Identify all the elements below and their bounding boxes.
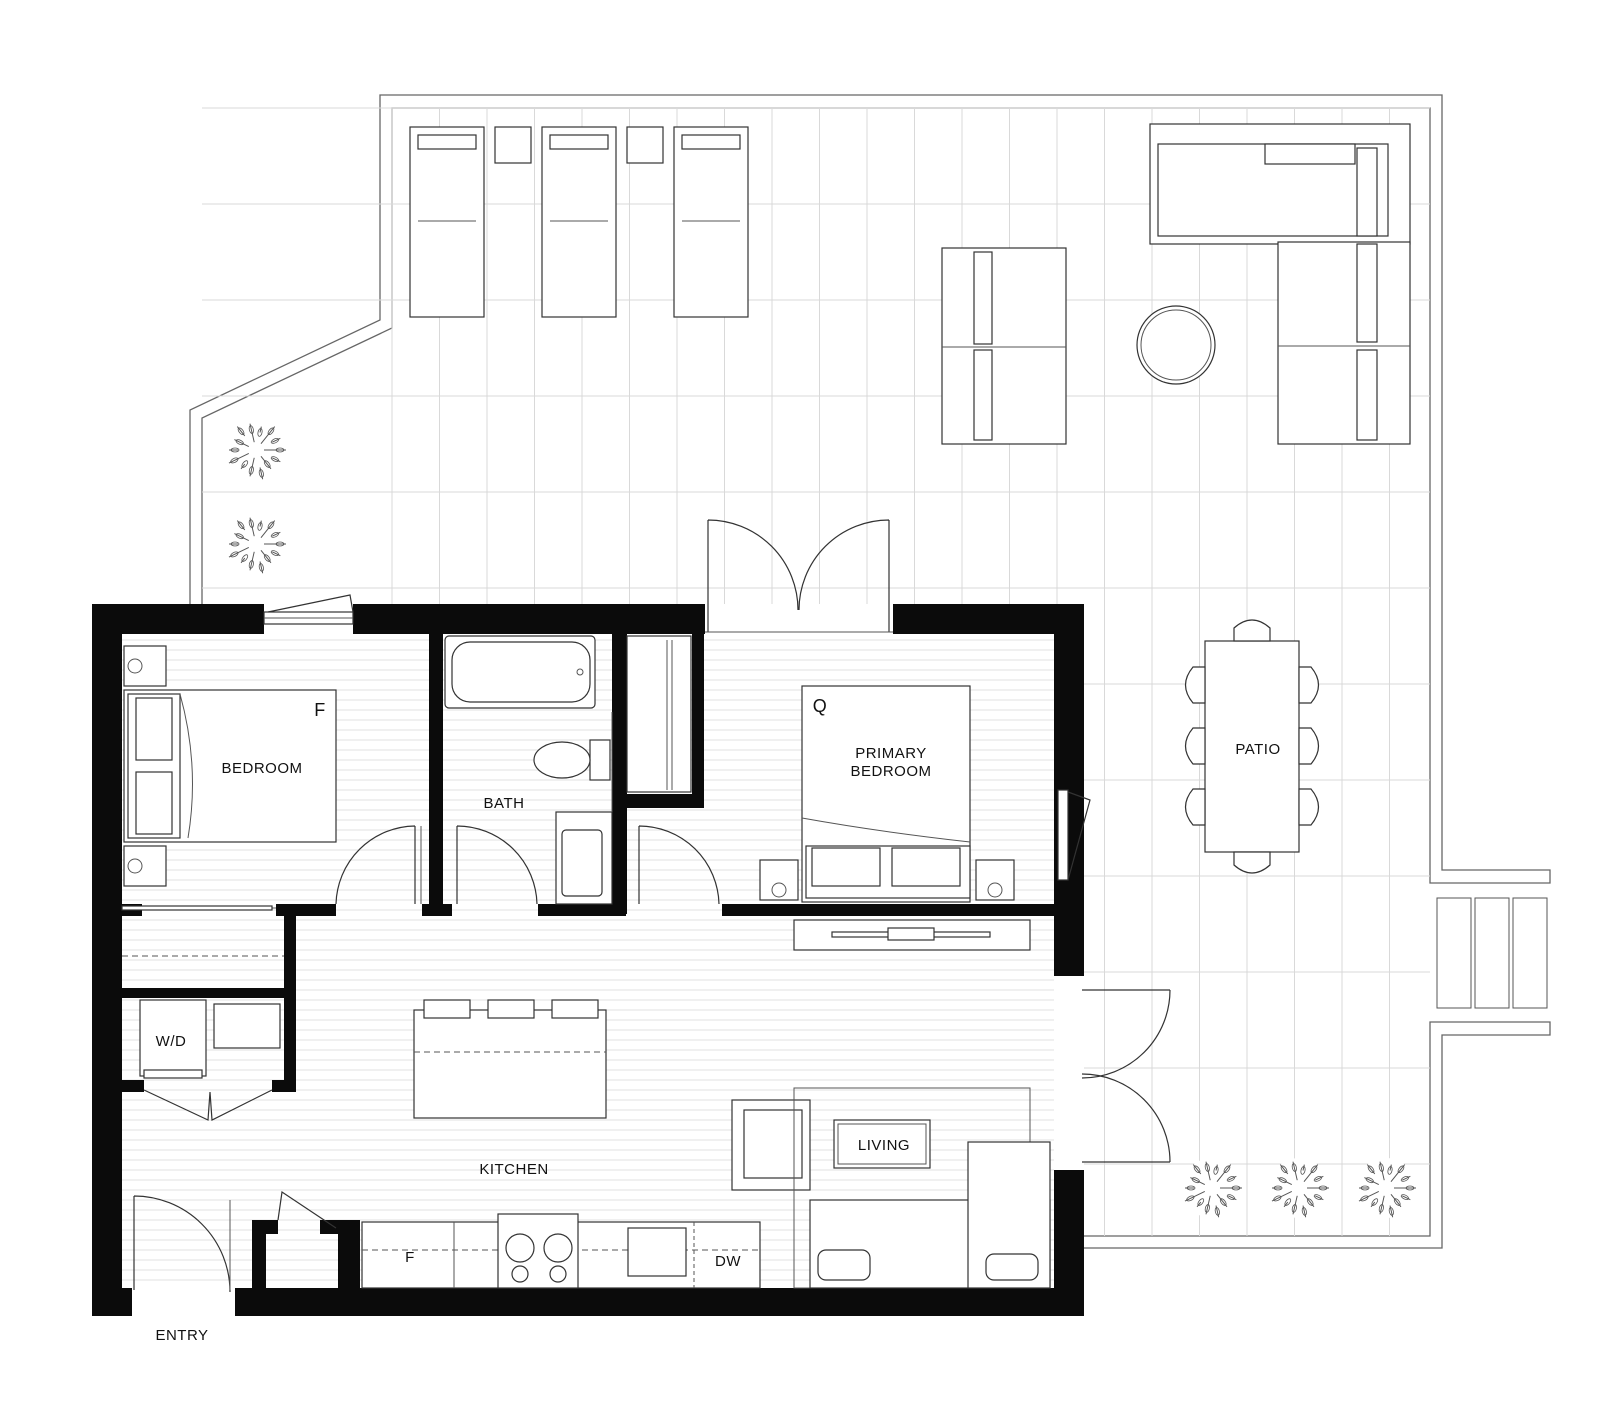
walls: [92, 604, 1084, 1316]
room-label-kitchen: KITCHEN: [479, 1161, 548, 1178]
bed-size-label-primary: Q: [813, 696, 828, 716]
room-label-entry: ENTRY: [155, 1327, 208, 1344]
patio-round-table: [1136, 305, 1216, 385]
plant-icon: [226, 514, 286, 574]
room-label-primary-line2: BEDROOM: [850, 763, 931, 780]
doors: [133, 519, 1171, 1293]
room-labels: BEDROOM F BATH PRIMARY BEDROOM Q PATIO K…: [155, 696, 1280, 1344]
kitchen-living-furniture: [139, 919, 1051, 1289]
patio-steps: [1436, 897, 1548, 1009]
room-label-washer-dryer: W/D: [156, 1033, 187, 1050]
plant-icon: [226, 420, 286, 480]
plant-icon: [1356, 1158, 1416, 1218]
fridge-label: F: [405, 1249, 415, 1266]
bath-fixtures: [444, 635, 613, 905]
plant-icon: [1269, 1158, 1329, 1218]
patio-dining-set: [1184, 619, 1320, 874]
room-label-bedroom: BEDROOM: [221, 760, 302, 777]
windows: [263, 594, 1091, 881]
bedroom-furniture: [121, 645, 337, 957]
room-label-primary-line1: PRIMARY: [855, 745, 927, 762]
dishwasher-label: DW: [715, 1253, 741, 1270]
plant-icon: [1182, 1158, 1242, 1218]
bed-size-label-bedroom: F: [314, 700, 326, 720]
primary-bedroom-furniture: [626, 635, 1015, 903]
lounge-chairs: [409, 126, 749, 318]
patio-plants: [226, 420, 1416, 1218]
patio-armchairs: [941, 247, 1067, 445]
room-label-patio: PATIO: [1235, 741, 1280, 758]
room-label-bath: BATH: [484, 795, 525, 812]
room-label-living: LIVING: [858, 1137, 910, 1154]
patio-sectional-sofa: [1149, 123, 1411, 445]
